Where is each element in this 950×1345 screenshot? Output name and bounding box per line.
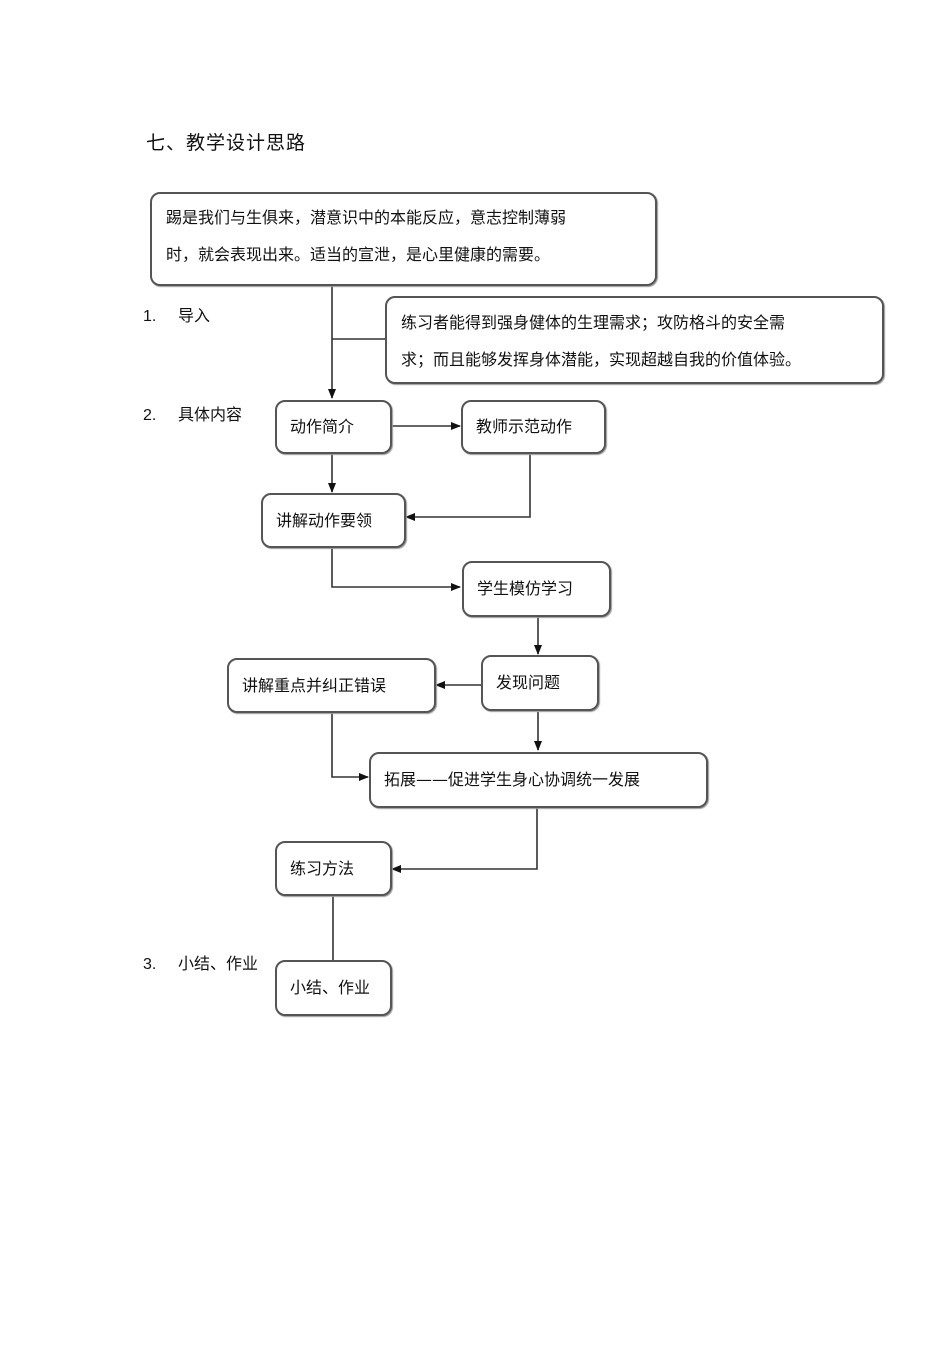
connector-explain-to-imitate — [331, 548, 461, 591]
intro-side-box: 练习者能得到强身健体的生理需求；攻防格斗的安全需 求；而且能够发挥身体潜能，实现… — [385, 296, 884, 384]
intro-top-box: 踢是我们与生俱来，潜意识中的本能反应，意志控制薄弱 时，就会表现出来。适当的宣泄… — [150, 192, 657, 286]
extension-box: 拓展——促进学生身心协调统一发展 — [369, 752, 708, 808]
intro-side-line-2: 求；而且能够发挥身体潜能，实现超越自我的价值体验。 — [401, 350, 802, 369]
student-imitate-box: 学生模仿学习 — [462, 561, 611, 617]
section-heading: 七、教学设计思路 — [146, 132, 307, 154]
intro-side-line-1: 练习者能得到强身健体的生理需求；攻防格斗的安全需 — [401, 313, 786, 332]
connector-correct-to-extension — [331, 713, 369, 781]
teacher-demo-box: 教师示范动作 — [461, 400, 606, 454]
intro-top-line-1: 踢是我们与生俱来，潜意识中的本能反应，意志控制薄弱 — [166, 208, 567, 227]
summary-homework-box: 小结、作业 — [275, 960, 392, 1016]
practice-method-box: 练习方法 — [275, 841, 392, 896]
connector-demo-to-explain — [405, 454, 531, 521]
step-label: 导入 — [178, 306, 211, 325]
find-problems-box: 发现问题 — [481, 655, 599, 711]
step-2: 2. 具体内容 — [143, 401, 242, 425]
action-intro-box: 动作简介 — [275, 400, 392, 454]
explain-essentials-box: 讲解动作要领 — [261, 493, 406, 548]
connector-extension-to-practice — [391, 808, 538, 873]
explain-correct-box: 讲解重点并纠正错误 — [227, 658, 436, 713]
step-3: 3. 小结、作业 — [143, 950, 258, 974]
step-number: 3. — [143, 956, 157, 973]
step-label: 小结、作业 — [178, 954, 259, 973]
step-1: 1. 导入 — [143, 302, 210, 326]
step-number: 1. — [143, 308, 157, 325]
step-label: 具体内容 — [178, 405, 243, 424]
step-number: 2. — [143, 407, 157, 424]
intro-top-line-2: 时，就会表现出来。适当的宣泄，是心里健康的需要。 — [166, 245, 551, 264]
